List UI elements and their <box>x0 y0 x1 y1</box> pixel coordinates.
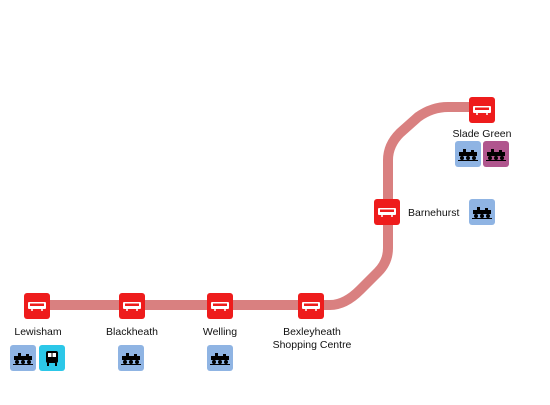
bus-icon <box>378 208 396 217</box>
stop-marker-bexleyheath[interactable] <box>298 293 324 319</box>
overground-train-icon <box>483 141 509 167</box>
stop-marker-barnehurst[interactable] <box>374 199 400 225</box>
stop-label-barnehurst: Barnehurst <box>408 207 460 219</box>
stop-label-bexleyheath: Bexleyheath Shopping Centre <box>262 326 362 352</box>
stop-marker-welling[interactable] <box>207 293 233 319</box>
stop-marker-lewisham[interactable] <box>24 293 50 319</box>
stop-label-line2: Shopping Centre <box>272 339 352 351</box>
train-icon <box>207 345 233 371</box>
stop-label-lewisham: Lewisham <box>14 326 62 338</box>
route-line <box>32 102 487 310</box>
bus-icon <box>302 302 320 311</box>
bus-icon <box>28 302 46 311</box>
stop-label-line1: Bexleyheath <box>283 326 341 338</box>
train-icon <box>469 199 495 225</box>
stop-label-slade-green: Slade Green <box>452 128 512 140</box>
train-icon <box>10 345 36 371</box>
stop-marker-slade-green[interactable] <box>469 97 495 123</box>
stop-marker-blackheath[interactable] <box>119 293 145 319</box>
stop-label-blackheath: Blackheath <box>106 326 158 338</box>
train-icon <box>455 141 481 167</box>
bus-icon <box>473 106 491 115</box>
bus-icon <box>211 302 229 311</box>
stop-label-welling: Welling <box>202 326 238 338</box>
bus-icon <box>123 302 141 311</box>
train-icon <box>118 345 144 371</box>
dlr-icon <box>39 345 65 371</box>
